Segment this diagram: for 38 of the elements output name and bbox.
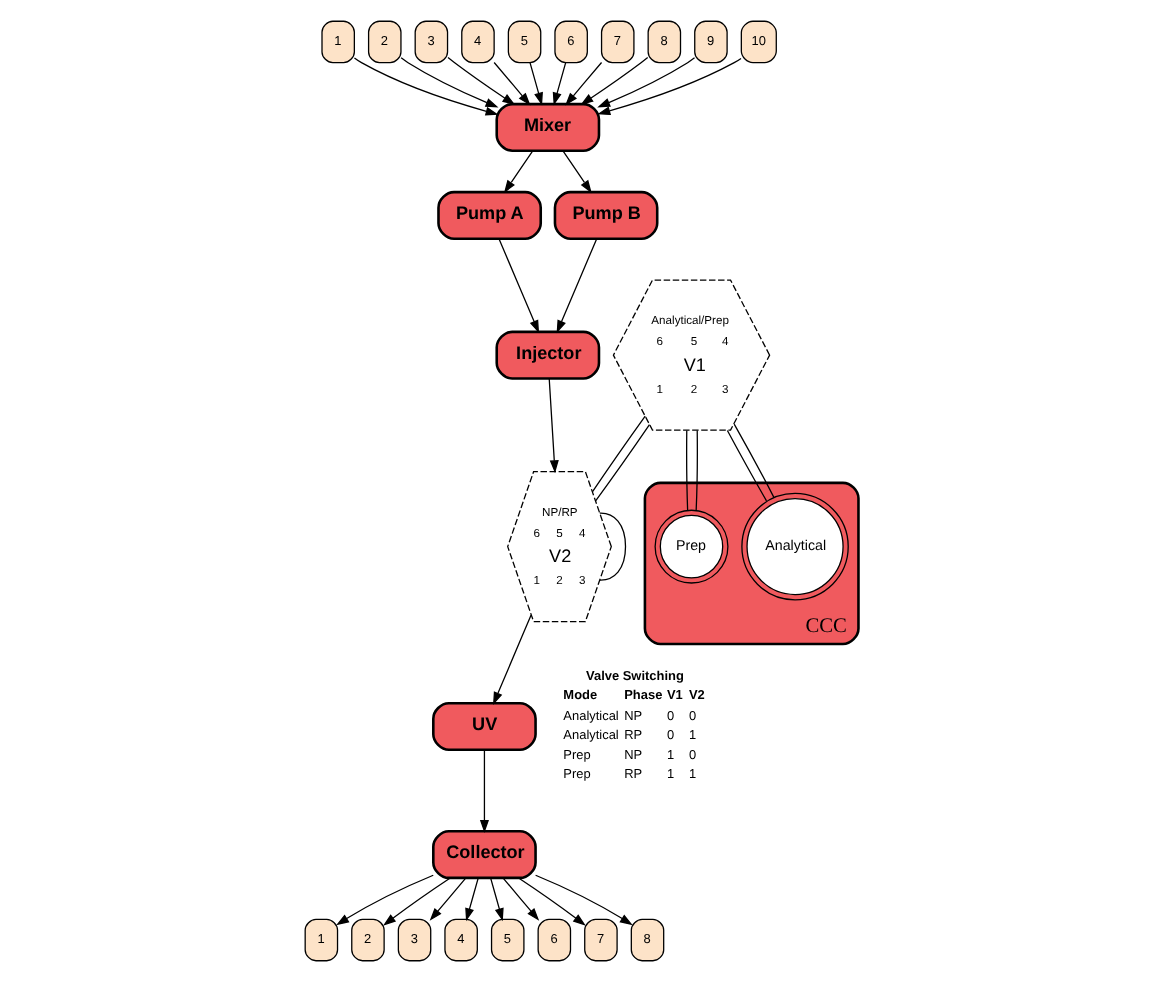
arrow [478, 749, 488, 834]
arrow [502, 150, 533, 194]
arrow [464, 877, 478, 922]
arrow [428, 877, 466, 921]
arrow [579, 56, 648, 106]
arrow [446, 56, 515, 106]
arrow [547, 377, 558, 474]
arrow [564, 61, 602, 106]
arrow [501, 877, 539, 921]
arrow [492, 61, 530, 106]
arrow [399, 57, 498, 108]
node-box: UV [431, 701, 536, 752]
node-box: Collector [431, 830, 536, 880]
arrow [335, 874, 433, 926]
connector [594, 423, 650, 502]
arrow [528, 62, 542, 106]
arrow [492, 614, 531, 705]
arrow [561, 150, 591, 194]
arrow [533, 874, 632, 926]
connector [598, 512, 626, 581]
node-box: Pump A [436, 190, 542, 240]
arrow [382, 877, 450, 926]
arrow [352, 57, 498, 116]
arrow [516, 877, 585, 926]
connector [694, 429, 697, 511]
connector [590, 415, 645, 493]
node-box: Injector [494, 330, 600, 380]
node-box: Mixer [494, 102, 600, 152]
node-box: Pump B [552, 190, 658, 240]
arrow [497, 238, 539, 334]
connector [725, 429, 767, 502]
arrow [551, 62, 566, 106]
arrow [596, 57, 741, 116]
arrow [555, 238, 597, 334]
arrow [596, 57, 695, 108]
connector [685, 429, 688, 511]
connector [732, 423, 774, 498]
arrow [489, 877, 503, 922]
